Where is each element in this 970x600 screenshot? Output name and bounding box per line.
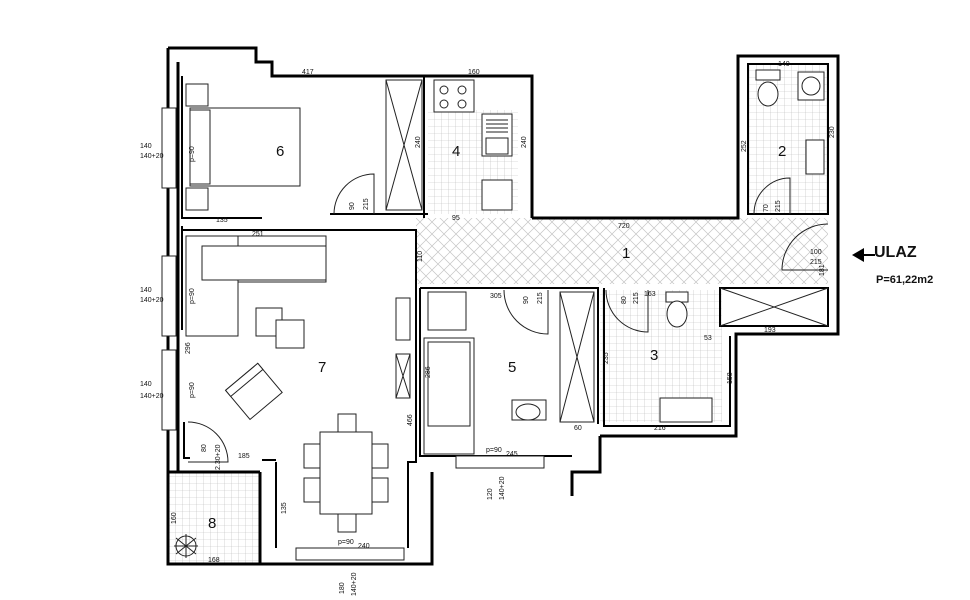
dim-label: 215 [633, 292, 640, 304]
dim-label: 180 [339, 582, 346, 594]
entrance-door [781, 223, 829, 271]
dim-label: 215 [775, 200, 782, 212]
dim-label: 95 [452, 215, 460, 222]
dim-label: 240 [521, 136, 528, 148]
dim-label: 60 [574, 425, 582, 432]
bathroom-fixtures [753, 69, 825, 215]
dim-label: 140+20 [140, 297, 164, 304]
dim-label: 235 [603, 352, 610, 364]
dim-label: 100 [810, 249, 822, 256]
room-number-8: 8 [208, 515, 216, 532]
dim-label: p=90 [189, 382, 196, 398]
dim-label: 140+20 [140, 153, 164, 160]
dim-label: 286 [425, 366, 432, 378]
room5-furniture [423, 289, 595, 455]
dim-label: 215 [537, 292, 544, 304]
dim-label: p=90 [338, 539, 354, 546]
kitchen-fixtures [433, 79, 513, 211]
dim-label: 160 [171, 512, 178, 524]
dim-label: 140 [778, 61, 790, 68]
dim-label: 140+20 [140, 393, 164, 400]
toilet-fixtures [605, 287, 829, 423]
room-number-3: 3 [650, 347, 658, 364]
dim-label: 140 [140, 381, 152, 388]
dim-label: 110 [417, 251, 424, 262]
dim-label: 168 [208, 557, 220, 564]
dim-label: 80 [201, 444, 208, 452]
dim-label: 466 [407, 414, 414, 426]
dim-label: 215 [363, 198, 370, 210]
dim-label: 185 [238, 453, 250, 460]
windows [161, 107, 545, 561]
dim-label: 90 [349, 202, 356, 210]
dim-label: 417 [302, 69, 314, 76]
dim-label: 296 [185, 342, 192, 354]
dim-label: 240 [358, 543, 370, 550]
dim-label: 90 [523, 296, 530, 304]
dim-label: 158 [727, 372, 734, 384]
dim-label: 140+20 [499, 476, 506, 500]
dim-label: p=90 [189, 288, 196, 304]
plant-icon [174, 534, 198, 558]
dim-label: 720 [618, 223, 630, 230]
dim-label: 215 [810, 259, 822, 266]
dim-label: p=90 [189, 146, 196, 162]
dim-label: 163 [644, 291, 656, 298]
dim-label: 53 [704, 335, 712, 342]
dim-label: 2.30+20 [215, 444, 222, 470]
room-number-4: 4 [452, 143, 460, 160]
dim-label: 140+20 [351, 572, 358, 596]
dim-label: 135 [281, 502, 288, 514]
total-area: P=61,22m2 [876, 274, 934, 286]
walls [166, 46, 840, 566]
dim-label: 240 [415, 136, 422, 148]
dim-label: 70 [763, 204, 770, 212]
room-number-7: 7 [318, 359, 326, 376]
entrance-arrow-tail [863, 254, 875, 256]
dim-label: 140 [140, 287, 152, 294]
inner-walls [181, 63, 829, 548]
room-number-5: 5 [508, 359, 516, 376]
dim-label: 80 [621, 296, 628, 304]
dim-label: 216 [654, 425, 666, 432]
dining-table [303, 413, 389, 533]
bedroom-furniture [185, 79, 423, 215]
hall-floor [416, 218, 828, 284]
dim-label: 160 [468, 69, 480, 76]
dim-label: 193 [764, 327, 776, 334]
dim-label: 305 [490, 293, 502, 300]
dim-label: 251 [252, 231, 264, 238]
dim-label: 181 [819, 264, 826, 276]
dim-label: 120 [487, 488, 494, 500]
room-number-6: 6 [276, 143, 284, 160]
room-number-2: 2 [778, 143, 786, 160]
dim-label: 252 [741, 140, 748, 152]
dim-label: 140 [140, 143, 152, 150]
entrance-info: ULAZ P=61,22m2 [848, 242, 958, 292]
entrance-label: ULAZ [874, 244, 917, 261]
dim-label: 135 [216, 217, 228, 224]
room-number-1: 1 [622, 245, 630, 262]
living-furniture [185, 235, 411, 463]
dim-label: 230 [829, 126, 836, 138]
dim-label: 245 [506, 451, 518, 458]
entrance-arrow-icon [852, 248, 864, 262]
dim-label: p=90 [486, 447, 502, 454]
